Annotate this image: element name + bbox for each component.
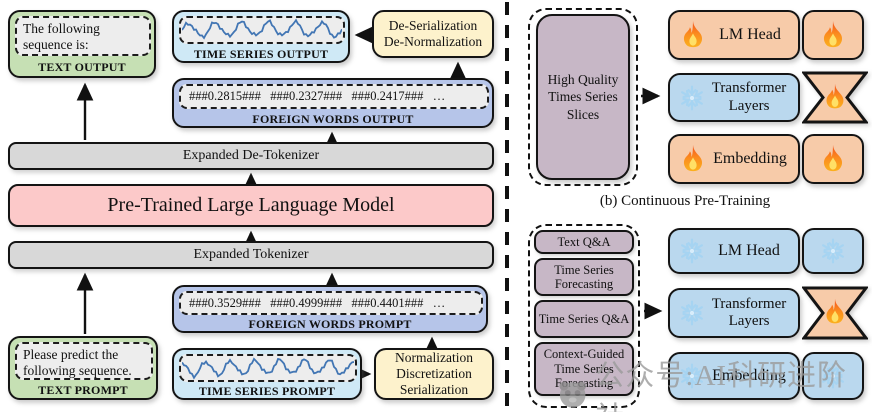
deserialization-box: De-Serialization De-Normalization xyxy=(372,10,494,58)
foreign-words-output-box: ###0.2815### ###0.2327### ###0.2417### …… xyxy=(172,78,494,128)
foreign-words-output-label: FOREIGN WORDS OUTPUT xyxy=(252,112,414,126)
normalization-line1: Normalization xyxy=(395,350,473,366)
time-series-output-plot xyxy=(179,16,345,44)
pretrain-embedding-state xyxy=(802,134,864,184)
text-prompt-label: TEXT PROMPT xyxy=(38,383,128,397)
snowflake-icon xyxy=(679,85,705,111)
time-series-output-label: TIME SERIES OUTPUT xyxy=(193,47,329,61)
pretrain-transformer-label: Transformer Layers xyxy=(711,80,787,114)
snowflake-icon xyxy=(820,363,846,389)
finetune-lm-head-label: LM Head xyxy=(718,241,780,259)
high-quality-slices-text: High Quality Times Series Slices xyxy=(547,71,619,122)
snowflake-icon xyxy=(820,238,846,264)
pretrain-lm-head-label: LM Head xyxy=(719,25,781,43)
fire-icon xyxy=(822,298,848,327)
fire-icon xyxy=(819,144,847,175)
task-context-guided-forecasting: Context-Guided Time Series Forecasting xyxy=(534,342,634,396)
fire-icon xyxy=(679,144,707,175)
finetune-embedding-state xyxy=(802,352,864,400)
time-series-prompt-plot xyxy=(179,354,357,382)
high-quality-slices-box: High Quality Times Series Slices xyxy=(536,14,630,180)
fire-icon xyxy=(822,83,848,112)
expanded-tokenizer-bar: Expanded Tokenizer xyxy=(8,241,494,269)
fire-icon xyxy=(819,20,847,51)
foreign-words-output-content: ###0.2815### ###0.2327### ###0.2417### … xyxy=(179,84,489,109)
finetune-lm-head-box: LM Head xyxy=(668,228,800,274)
waveform-prompt xyxy=(182,357,354,380)
finetune-transformer-state xyxy=(802,286,868,340)
time-series-output-box: TIME SERIES OUTPUT xyxy=(172,10,350,63)
snowflake-icon xyxy=(679,363,705,389)
text-output-content: The following sequence is: xyxy=(15,16,151,56)
pretrained-llm-bar: Pre-Trained Large Language Model xyxy=(8,184,494,227)
finetune-embedding-box: Embedding xyxy=(668,352,800,400)
pretrain-embedding-label: Embedding xyxy=(713,149,787,167)
text-output-label: TEXT OUTPUT xyxy=(38,60,126,74)
normalization-line3: Serialization xyxy=(399,381,469,397)
pretrain-lm-head-state xyxy=(802,10,864,60)
panel-divider xyxy=(505,2,509,412)
foreign-words-prompt-content: ###0.3529### ###0.4999### ###0.4401### … xyxy=(179,291,483,315)
snowflake-icon xyxy=(679,300,705,326)
pretraining-caption: (b) Continuous Pre-Training xyxy=(599,193,771,209)
normalization-line2: Discretization xyxy=(396,366,472,382)
fire-icon xyxy=(679,20,707,51)
foreign-words-prompt-label: FOREIGN WORDS PROMPT xyxy=(248,317,412,331)
text-prompt-box: Please predict the following sequence. T… xyxy=(8,336,158,400)
task-time-series-qa: Time Series Q&A xyxy=(534,300,634,338)
pretrain-transformer-state xyxy=(802,71,868,124)
task-time-series-forecasting: Time Series Forecasting xyxy=(534,258,634,296)
foreign-words-prompt-box: ###0.3529### ###0.4999### ###0.4401### …… xyxy=(172,285,488,333)
task-text-qa: Text Q&A xyxy=(534,230,634,254)
pretrain-embedding-box: Embedding xyxy=(668,134,800,184)
time-series-prompt-label: TIME SERIES PROMPT xyxy=(198,384,336,398)
time-series-prompt-box: TIME SERIES PROMPT xyxy=(172,348,362,400)
pretrain-lm-head-box: LM Head xyxy=(668,10,800,60)
waveform-output xyxy=(182,18,342,40)
text-output-box: The following sequence is: TEXT OUTPUT xyxy=(8,10,156,78)
pretrain-transformer-box: Transformer Layers xyxy=(668,73,800,122)
expanded-detokenizer-bar: Expanded De-Tokenizer xyxy=(8,142,494,170)
finetune-lm-head-state xyxy=(802,228,864,274)
finetune-transformer-box: Transformer Layers xyxy=(668,288,800,338)
normalization-box: Normalization Discretization Serializati… xyxy=(374,348,494,400)
pretraining-input-container xyxy=(528,8,638,186)
finetune-transformer-label: Transformer Layers xyxy=(711,295,787,329)
finetune-embedding-label: Embedding xyxy=(712,366,786,384)
deserialization-line1: De-Serialization xyxy=(388,18,478,34)
text-prompt-content: Please predict the following sequence. xyxy=(15,342,153,380)
snowflake-icon xyxy=(679,238,705,264)
deserialization-line2: De-Normalization xyxy=(383,34,483,49)
